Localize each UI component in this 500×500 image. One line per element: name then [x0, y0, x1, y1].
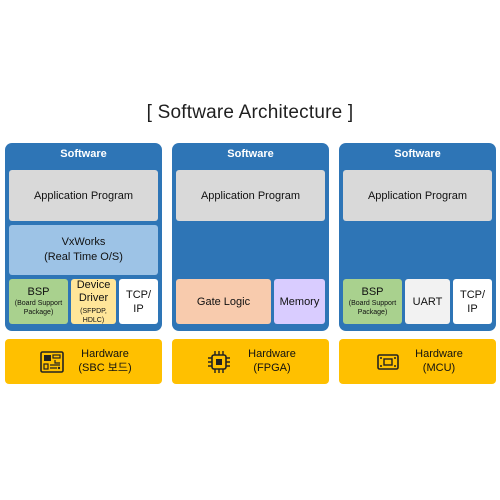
- hardware-subtitle: (MCU): [422, 362, 456, 374]
- column-header: Software: [394, 148, 441, 160]
- chip-icon: [208, 351, 230, 373]
- hardware-title: Hardware: [248, 348, 296, 360]
- uart-block: UART: [405, 279, 450, 324]
- tcp-ip-line1: TCP/: [459, 288, 486, 301]
- application-program-label: Application Program: [200, 189, 301, 202]
- vxworks-block: VxWorks (Real Time O/S): [9, 225, 158, 275]
- bsp-subtitle-line2: Package): [357, 309, 388, 316]
- os-name: VxWorks: [61, 236, 106, 248]
- device-driver-block: Device Driver (SFPDP, HDLC): [71, 279, 116, 324]
- gate-logic-label: Gate Logic: [196, 295, 251, 308]
- bsp-block: BSP (Board Support Package): [343, 279, 402, 324]
- diagram-title: [ Software Architecture ]: [146, 102, 354, 123]
- hardware-subtitle: (FPGA): [253, 362, 291, 374]
- column-header: Software: [227, 148, 274, 160]
- device-driver-title-line2: Driver: [78, 291, 109, 304]
- application-program-block: Application Program: [343, 170, 492, 221]
- software-column-fpga: Software Application Program Gate Logic …: [172, 143, 329, 331]
- application-program-block: Application Program: [176, 170, 325, 221]
- memory-label: Memory: [279, 295, 320, 308]
- uart-label: UART: [412, 295, 443, 308]
- software-column-sbc: Software Application Program VxWorks (Re…: [5, 143, 162, 331]
- hardware-subtitle: (SBC 보드): [78, 362, 132, 374]
- application-program-block: Application Program: [9, 170, 158, 221]
- hardware-sbc-block: Hardware (SBC 보드): [5, 339, 162, 384]
- circuit-board-icon: [40, 351, 64, 373]
- hardware-mcu-block: Hardware (MCU): [339, 339, 496, 384]
- column-header: Software: [60, 148, 107, 160]
- gate-logic-block: Gate Logic: [176, 279, 271, 324]
- tcp-ip-line2: IP: [133, 302, 144, 315]
- bsp-title: BSP: [27, 286, 50, 298]
- device-driver-subtitle-line1: (SFPDP,: [80, 307, 107, 315]
- os-description: (Real Time O/S): [44, 251, 123, 263]
- bsp-subtitle-line2: Package): [23, 309, 54, 316]
- bsp-title: BSP: [361, 286, 384, 298]
- tcp-ip-line1: TCP/: [125, 288, 152, 301]
- tcp-ip-line2: IP: [467, 302, 478, 315]
- tcp-ip-block: TCP/ IP: [453, 279, 492, 324]
- bsp-subtitle-line1: (Board Support: [348, 300, 397, 307]
- software-column-mcu: Software Application Program BSP (Board …: [339, 143, 496, 331]
- hardware-title: Hardware: [81, 348, 129, 360]
- device-driver-subtitle-line2: HDLC): [82, 316, 105, 324]
- tcp-ip-block: TCP/ IP: [119, 279, 158, 324]
- hardware-title: Hardware: [415, 348, 463, 360]
- memory-block: Memory: [274, 279, 325, 324]
- hardware-label: Hardware (SBC 보드): [55, 347, 155, 375]
- device-driver-title-line1: Device: [76, 278, 111, 291]
- hardware-fpga-block: Hardware (FPGA): [172, 339, 329, 384]
- bsp-subtitle-line1: (Board Support: [14, 300, 63, 307]
- mcu-icon: [377, 354, 399, 370]
- application-program-label: Application Program: [33, 189, 134, 202]
- application-program-label: Application Program: [367, 189, 468, 202]
- hardware-label: Hardware (MCU): [389, 347, 489, 375]
- bsp-block: BSP (Board Support Package): [9, 279, 68, 324]
- hardware-label: Hardware (FPGA): [222, 347, 322, 375]
